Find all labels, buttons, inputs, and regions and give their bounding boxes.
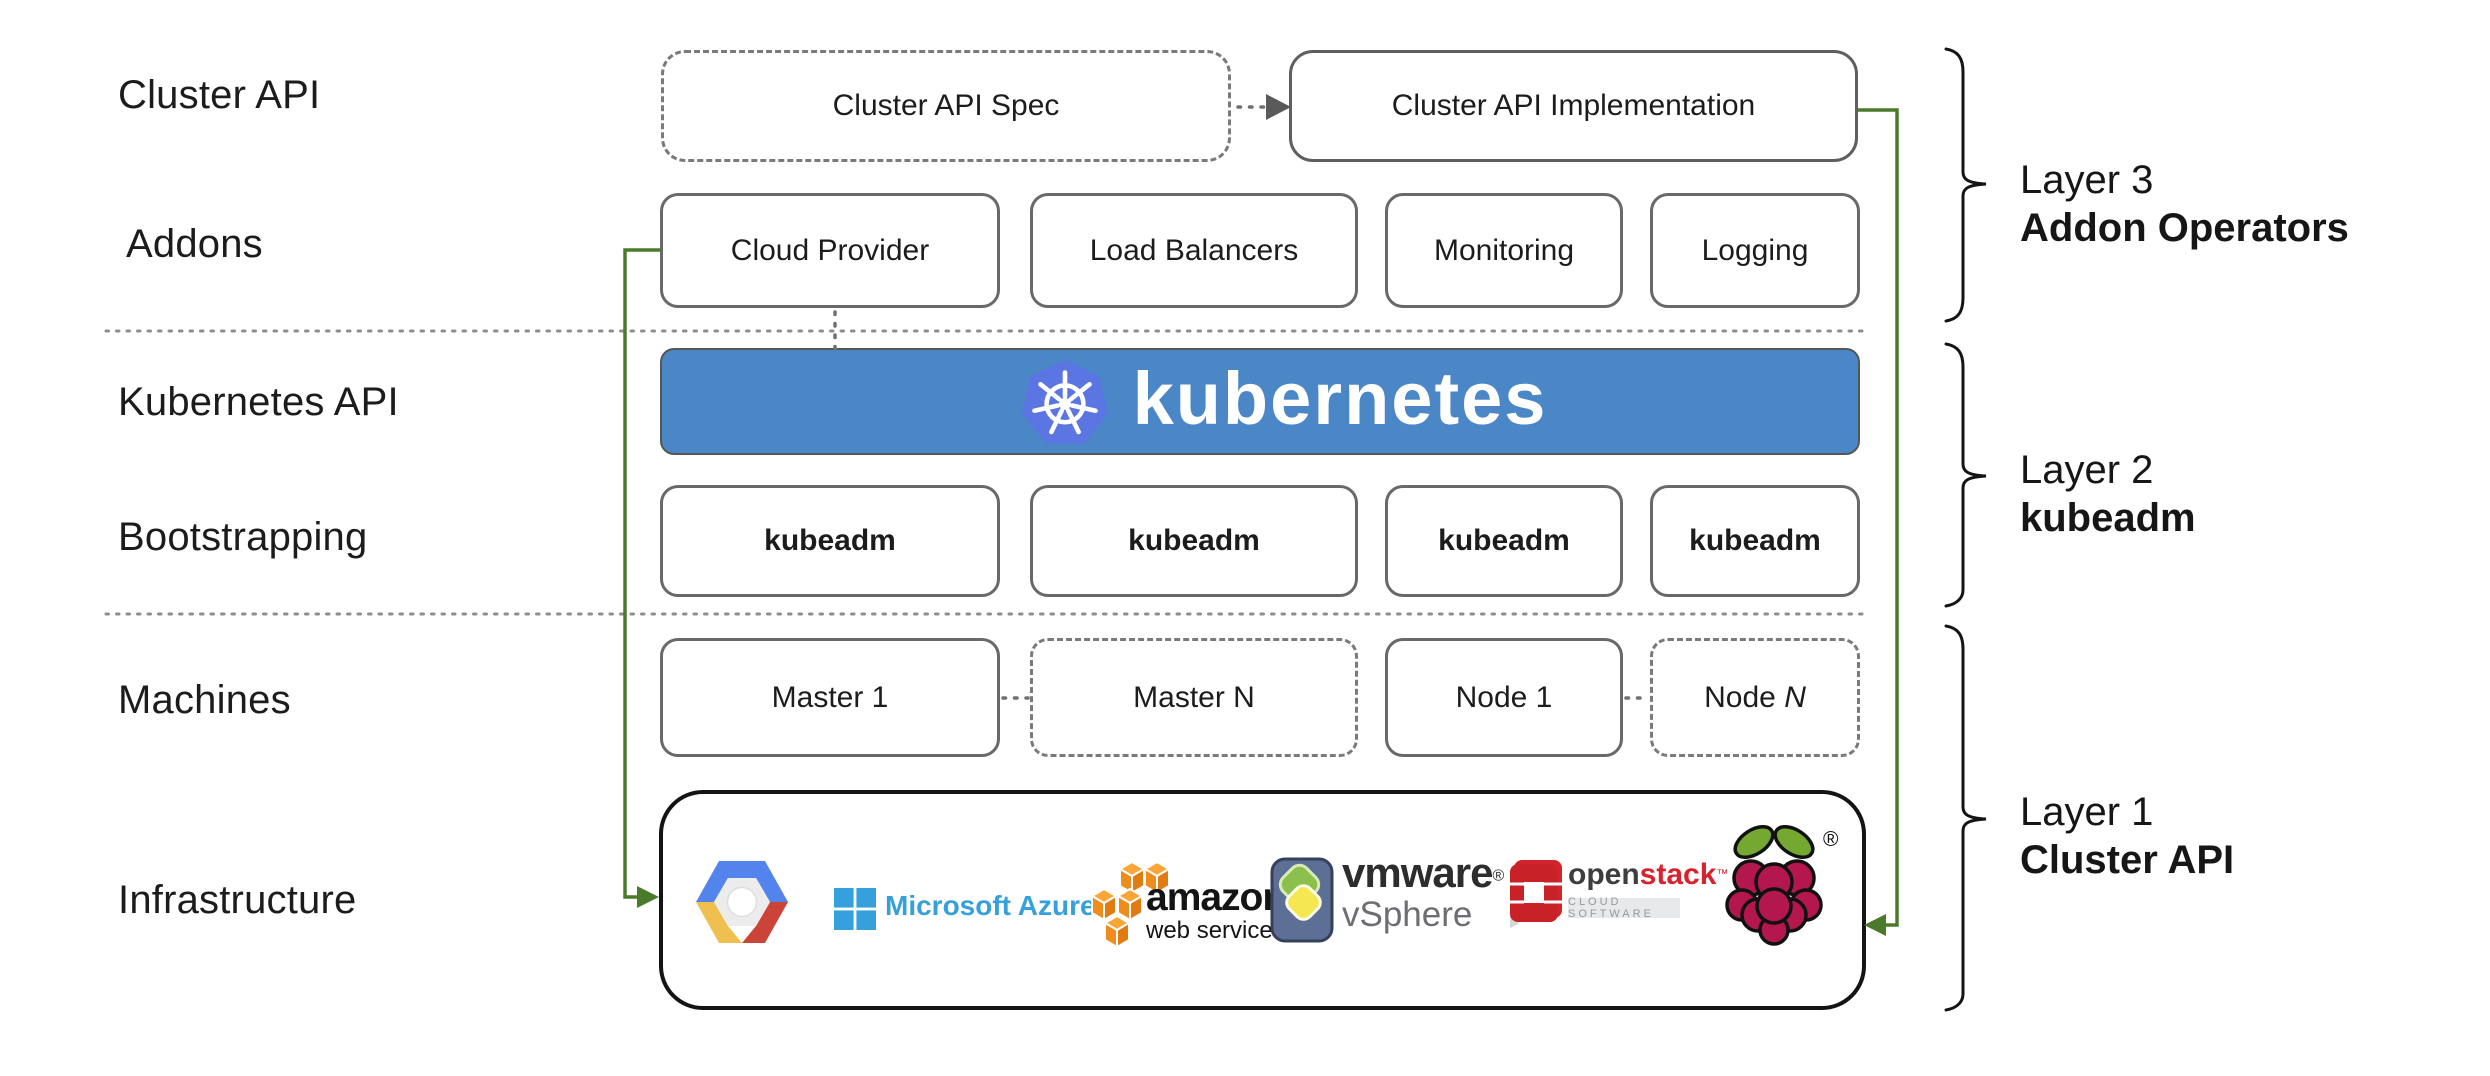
- kubeadm-box-2: kubeadm: [1030, 485, 1358, 597]
- layer-3-brace: [1944, 47, 1987, 323]
- row-label-bootstrapping: Bootstrapping: [118, 515, 368, 559]
- load-balancers-box: Load Balancers: [1030, 193, 1358, 308]
- cluster-api-spec-label: Cluster API Spec: [832, 89, 1060, 122]
- kubeadm-label: kubeadm: [764, 524, 896, 557]
- monitoring-label: Monitoring: [1433, 233, 1575, 267]
- master-n-label: Master N: [1133, 680, 1255, 714]
- layer-1-subtitle: Cluster API: [2020, 838, 2235, 882]
- vmware-wordmark: vmware® vSphere: [1342, 849, 1505, 934]
- raspberry-pi-registered-mark: ®: [1823, 828, 1839, 851]
- cloud-provider-box: Cloud Provider: [660, 193, 1000, 308]
- infrastructure-providers-box: Microsoft Azure: [659, 790, 1866, 1010]
- layer-3-subtitle: Addon Operators: [2020, 206, 2349, 250]
- kubeadm-label: kubeadm: [1128, 524, 1260, 557]
- cluster-api-implementation-label: Cluster API Implementation: [1391, 89, 1756, 122]
- spec-to-implementation-arrowhead-icon: [1266, 94, 1291, 120]
- kubeadm-box-4: kubeadm: [1650, 485, 1860, 597]
- vsphere-text: vSphere: [1342, 895, 1473, 934]
- node-n-prefix: Node: [1704, 680, 1785, 714]
- kubernetes-banner: kubernetes: [660, 348, 1860, 455]
- node-n-box: Node N: [1650, 638, 1860, 757]
- logging-box: Logging: [1650, 193, 1860, 308]
- node-n-label: Node N: [1704, 681, 1806, 715]
- aws-cubes-icon: [1090, 860, 1170, 949]
- openstack-wordmark: openstack™: [1568, 860, 1728, 890]
- openstack-trademark: ™: [1716, 866, 1729, 881]
- row-label-addons: Addons: [126, 222, 263, 266]
- green-left-arrowhead-icon: [1864, 914, 1886, 936]
- vmware-text: vmware: [1342, 849, 1493, 896]
- layer-2-brace: [1944, 342, 1987, 608]
- layer-3-label: Layer 3 Addon Operators: [2020, 156, 2349, 252]
- amazon-text: amazon: [1146, 876, 1286, 919]
- cluster-api-spec-box: Cluster API Spec: [661, 50, 1231, 162]
- logging-label: Logging: [1701, 233, 1809, 267]
- openstack-cloud-software-tagline: CLOUD SOFTWARE: [1568, 896, 1680, 920]
- cloud-provider-label: Cloud Provider: [730, 233, 930, 267]
- cluster-api-implementation-box: Cluster API Implementation: [1289, 50, 1858, 162]
- layer-3-title: Layer 3: [2020, 158, 2154, 202]
- aws-wordmark: amazon web services: [1146, 876, 1286, 944]
- kubeadm-label: kubeadm: [1438, 524, 1570, 557]
- vmware-registered-mark: ®: [1492, 867, 1505, 885]
- node-1-box: Node 1: [1385, 638, 1623, 757]
- row-label-cluster-api: Cluster API: [118, 73, 321, 117]
- layer-2-title: Layer 2: [2020, 448, 2154, 492]
- layer-1-title: Layer 1: [2020, 790, 2154, 834]
- vmware-vsphere-icon: [1270, 857, 1334, 943]
- kubernetes-wordmark: kubernetes: [1132, 356, 1548, 440]
- kubeadm-label: kubeadm: [1689, 524, 1821, 557]
- web-services-text: web services: [1146, 917, 1285, 944]
- node-n-italic-suffix: N: [1784, 680, 1806, 714]
- master-1-label: Master 1: [771, 680, 889, 714]
- layer-2-label: Layer 2 kubeadm: [2020, 446, 2196, 542]
- row-label-infrastructure: Infrastructure: [118, 878, 357, 922]
- monitoring-box: Monitoring: [1385, 193, 1623, 308]
- layer-2-subtitle: kubeadm: [2020, 496, 2196, 540]
- layer-1-label: Layer 1 Cluster API: [2020, 788, 2234, 884]
- kubernetes-wheel-icon: [1021, 359, 1108, 444]
- cloud-provider-to-infrastructure-connector: [623, 248, 660, 908]
- microsoft-azure-wordmark: Microsoft Azure: [885, 890, 1096, 921]
- raspberry-pi-icon: [1725, 825, 1823, 946]
- implementation-to-infrastructure-connector: [1858, 108, 1899, 936]
- kubeadm-box-3: kubeadm: [1385, 485, 1623, 597]
- green-right-arrowhead-icon: [637, 886, 659, 908]
- master-1-box: Master 1: [660, 638, 1000, 757]
- row-label-machines: Machines: [118, 678, 291, 722]
- microsoft-window-icon: [834, 888, 876, 930]
- openstack-stack-text: stack: [1639, 858, 1717, 891]
- kubeadm-box-1: kubeadm: [660, 485, 1000, 597]
- load-balancers-label: Load Balancers: [1089, 233, 1299, 267]
- node-1-label: Node 1: [1455, 680, 1553, 714]
- master-n-box: Master N: [1030, 638, 1358, 757]
- google-cloud-logo: [696, 861, 788, 943]
- layer-1-brace: [1944, 624, 1987, 1012]
- openstack-open-text: open: [1568, 858, 1640, 891]
- row-label-kubernetes-api: Kubernetes API: [118, 380, 399, 424]
- openstack-cube-icon: [1510, 860, 1562, 928]
